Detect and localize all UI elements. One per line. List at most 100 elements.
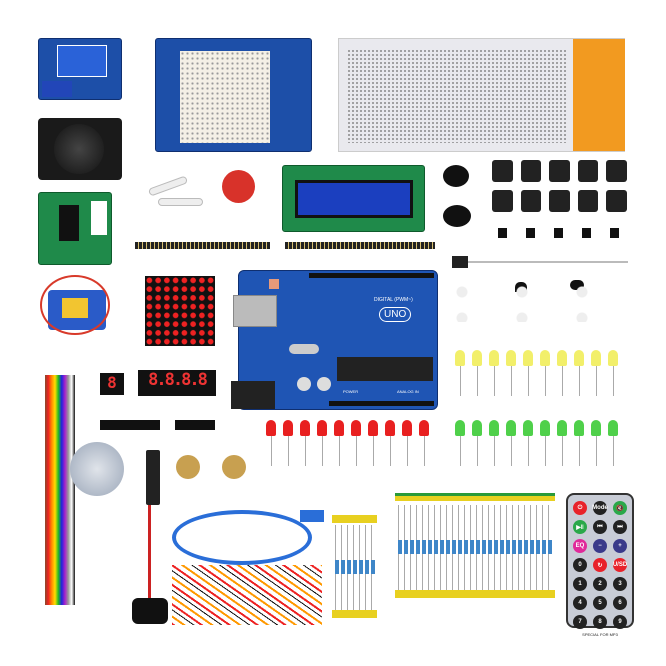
usb-plug (300, 510, 324, 522)
breadboard-holes (347, 49, 567, 143)
potentiometer (176, 455, 200, 479)
led (489, 350, 499, 400)
led (351, 420, 361, 470)
white-leds (452, 282, 622, 322)
led (557, 420, 567, 470)
remote-button[interactable]: 9 (613, 615, 627, 629)
led (266, 420, 276, 470)
stepper-driver-board (38, 192, 112, 265)
pin-header (135, 242, 270, 249)
power-jack (231, 381, 275, 409)
relay-module (38, 38, 122, 100)
arduino-uno: DIGITAL (PWM~) UNO POWER ANALOG IN (231, 270, 438, 410)
led (472, 420, 482, 470)
resistor-tape (395, 590, 555, 598)
servo-cable (40, 275, 110, 335)
yellow-leds (455, 350, 630, 400)
joystick-knob (54, 124, 104, 174)
led (540, 350, 550, 400)
lcd-1602 (282, 165, 425, 232)
dc-jack (146, 450, 160, 505)
resistor-bodies (335, 560, 375, 574)
led (574, 350, 584, 400)
led (455, 350, 465, 400)
breadboard (338, 38, 625, 152)
remote-button[interactable]: 5 (593, 596, 607, 610)
remote-button[interactable]: ⏮ (593, 520, 607, 534)
joystick-module (38, 118, 122, 180)
remote-button[interactable]: 8 (593, 615, 607, 629)
seven-segment-single: 8 (100, 373, 124, 395)
resistor-tape (332, 515, 377, 523)
battery-clip-wire (148, 505, 151, 600)
ir-receiver (452, 256, 468, 268)
buzzer (443, 205, 471, 227)
relay-terminal (42, 81, 72, 97)
digital-header (309, 273, 434, 278)
remote-button[interactable]: − (593, 539, 607, 553)
remote-button[interactable]: ⏭ (613, 520, 627, 534)
led (472, 350, 482, 400)
led (368, 420, 378, 470)
sensor-module-red (222, 170, 255, 203)
jumper-wires (172, 565, 322, 625)
remote-button[interactable]: ▶‖ (573, 520, 587, 534)
remote-button[interactable]: U/SD (613, 558, 627, 572)
relay (57, 45, 107, 77)
power-analog-header (329, 401, 434, 406)
led (489, 420, 499, 470)
capacitor (297, 377, 311, 391)
green-leds (455, 420, 630, 470)
battery-clip (132, 598, 168, 624)
resistor-tape (395, 493, 555, 501)
led (283, 420, 293, 470)
led (506, 420, 516, 470)
led (419, 420, 429, 470)
potentiometer (222, 455, 246, 479)
remote-button[interactable]: 4 (573, 596, 587, 610)
remote-button[interactable]: 3 (613, 577, 627, 591)
led (523, 420, 533, 470)
stepper-motor (70, 442, 124, 496)
remote-button[interactable]: + (613, 539, 627, 553)
female-header (100, 420, 160, 430)
crystal (289, 344, 319, 354)
remote-button[interactable]: 0 (573, 558, 587, 572)
led (574, 420, 584, 470)
remote-footer: SPECIAL FOR MP3 (582, 632, 618, 637)
led (540, 420, 550, 470)
female-header (175, 420, 215, 430)
remote-button[interactable]: 6 (613, 596, 627, 610)
led (591, 420, 601, 470)
usb-port (233, 295, 277, 327)
remote-button[interactable]: Mode (592, 501, 608, 515)
driver-connector (91, 201, 107, 235)
remote-button[interactable]: 🔇 (613, 501, 627, 515)
remote-button[interactable]: ⏻ (573, 501, 587, 515)
led (300, 420, 310, 470)
digital-label: DIGITAL (PWM~) (374, 297, 413, 303)
remote-button[interactable]: 2 (593, 577, 607, 591)
breadboard-package-label (573, 39, 625, 151)
remote-button[interactable]: EQ (573, 539, 587, 553)
uno-logo: UNO (379, 307, 412, 322)
driver-chip (59, 205, 79, 241)
remote-button[interactable]: 1 (573, 577, 587, 591)
led (591, 350, 601, 400)
tactile-switches (498, 228, 622, 238)
sensor-leads (468, 261, 628, 263)
buzzer (443, 165, 469, 187)
reset-button (269, 279, 279, 289)
red-leds (266, 420, 441, 470)
servo-horns (147, 172, 203, 212)
seven-segment-quad: 8.8.8.8 (138, 370, 216, 396)
remote-button[interactable]: ↻ (593, 558, 607, 572)
pin-header (285, 242, 435, 249)
dupont-ribbon-cable (45, 375, 75, 605)
led (557, 350, 567, 400)
remote-button[interactable]: 7 (573, 615, 587, 629)
push-buttons (492, 160, 627, 212)
led (402, 420, 412, 470)
